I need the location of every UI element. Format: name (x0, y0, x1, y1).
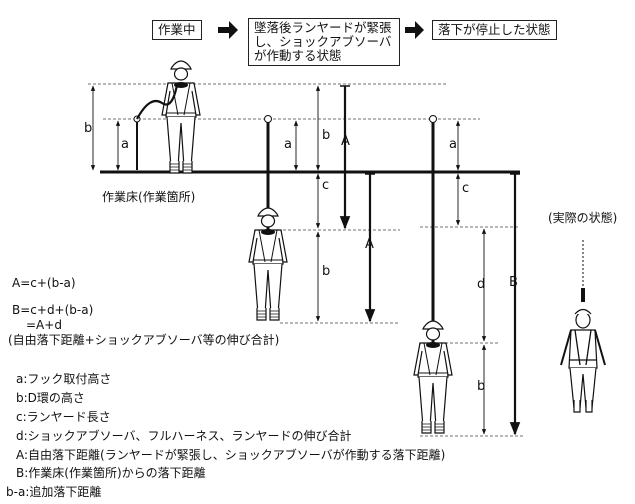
legend-key: b-a (6, 485, 26, 499)
legend-text: :ショックアブソーバ、フルハーネス、ランヤードの伸び合計 (23, 429, 352, 443)
legend-text: :フック取付高さ (23, 372, 112, 386)
stage-label-working: 作業中 (152, 20, 202, 40)
formula-B: B=c+d+(b-a) (12, 303, 94, 317)
dim-label-c2: c (322, 178, 330, 193)
stage-label-lanyard-taut: 墜落後ランヤードが緊張 し、ショックアブソーバ が作動する状態 (248, 18, 400, 66)
dim-label-A2: A (341, 134, 350, 149)
stage-label-fall-stopped: 落下が停止した状態 (432, 20, 557, 40)
legend-key: a (16, 372, 24, 386)
legend-text: :追加落下距離 (25, 485, 102, 499)
legend-item: b-a:追加落下距離 (6, 485, 101, 499)
dim-label-A3: A (365, 237, 374, 252)
reference-lines (88, 83, 525, 437)
anchor-hook-2 (264, 115, 272, 123)
stage-arrow-2 (405, 21, 424, 39)
dim-label-a4: a (449, 137, 457, 152)
legend-key: b (16, 391, 24, 405)
legend-text: :自由落下距離(ランヤードが緊張し、ショックアブソーバが作動する落下距離) (24, 448, 446, 462)
legend-key: B (16, 466, 25, 480)
worker-figure-actual (560, 308, 606, 413)
legend-item: b:D環の高さ (16, 391, 85, 405)
dim-label-b2: b (322, 128, 331, 143)
legend-text: :D環の高さ (23, 391, 85, 405)
worker-figure-working (161, 60, 201, 174)
worker-figure-stopped (413, 320, 453, 434)
dimension-lines (90, 85, 487, 435)
legend-item: c:ランヤード長さ (16, 410, 111, 424)
dim-label-c4: c (462, 181, 470, 196)
actual-shock-absorber (581, 288, 585, 302)
worker-figure-falling (248, 207, 288, 321)
legend-item: d:ショックアブソーバ、フルハーネス、ランヤードの伸び合計 (16, 429, 352, 443)
legend-item: a:フック取付高さ (16, 372, 111, 386)
lanyard-slack (136, 84, 179, 120)
anchor-hook-3 (429, 115, 437, 123)
legend-item: A:自由落下距離(ランヤードが緊張し、ショックアブソーバが作動する落下距離) (16, 448, 445, 462)
actual-state-label: (実際の状態) (548, 211, 618, 225)
dim-label-b1: b (84, 121, 93, 136)
legend-text: :ランヤード長さ (22, 410, 111, 424)
legend-key: A (16, 448, 24, 462)
legend-key: d (16, 429, 24, 443)
dim-label-b4: b (477, 379, 486, 394)
legend-key: c (16, 410, 23, 424)
dim-label-d4: d (477, 277, 486, 292)
fall-distance-arrows (339, 86, 521, 436)
stage-arrow-1 (218, 21, 238, 39)
formula-B-equals: =A+d (26, 318, 62, 332)
floor-label: 作業床(作業箇所) (102, 190, 196, 204)
dim-label-b3: b (322, 264, 331, 279)
legend-item: B:作業床(作業箇所)からの落下距離 (16, 466, 206, 480)
formula-B-note: (自由落下距離+ショックアブソーバ等の伸び合計) (8, 333, 280, 347)
legend-text: :作業床(作業箇所)からの落下距離 (24, 466, 206, 480)
dim-label-B4: B (509, 275, 518, 290)
formula-A: A=c+(b-a) (12, 276, 76, 290)
dim-label-a2: a (284, 137, 292, 152)
dim-label-a1: a (121, 137, 129, 152)
